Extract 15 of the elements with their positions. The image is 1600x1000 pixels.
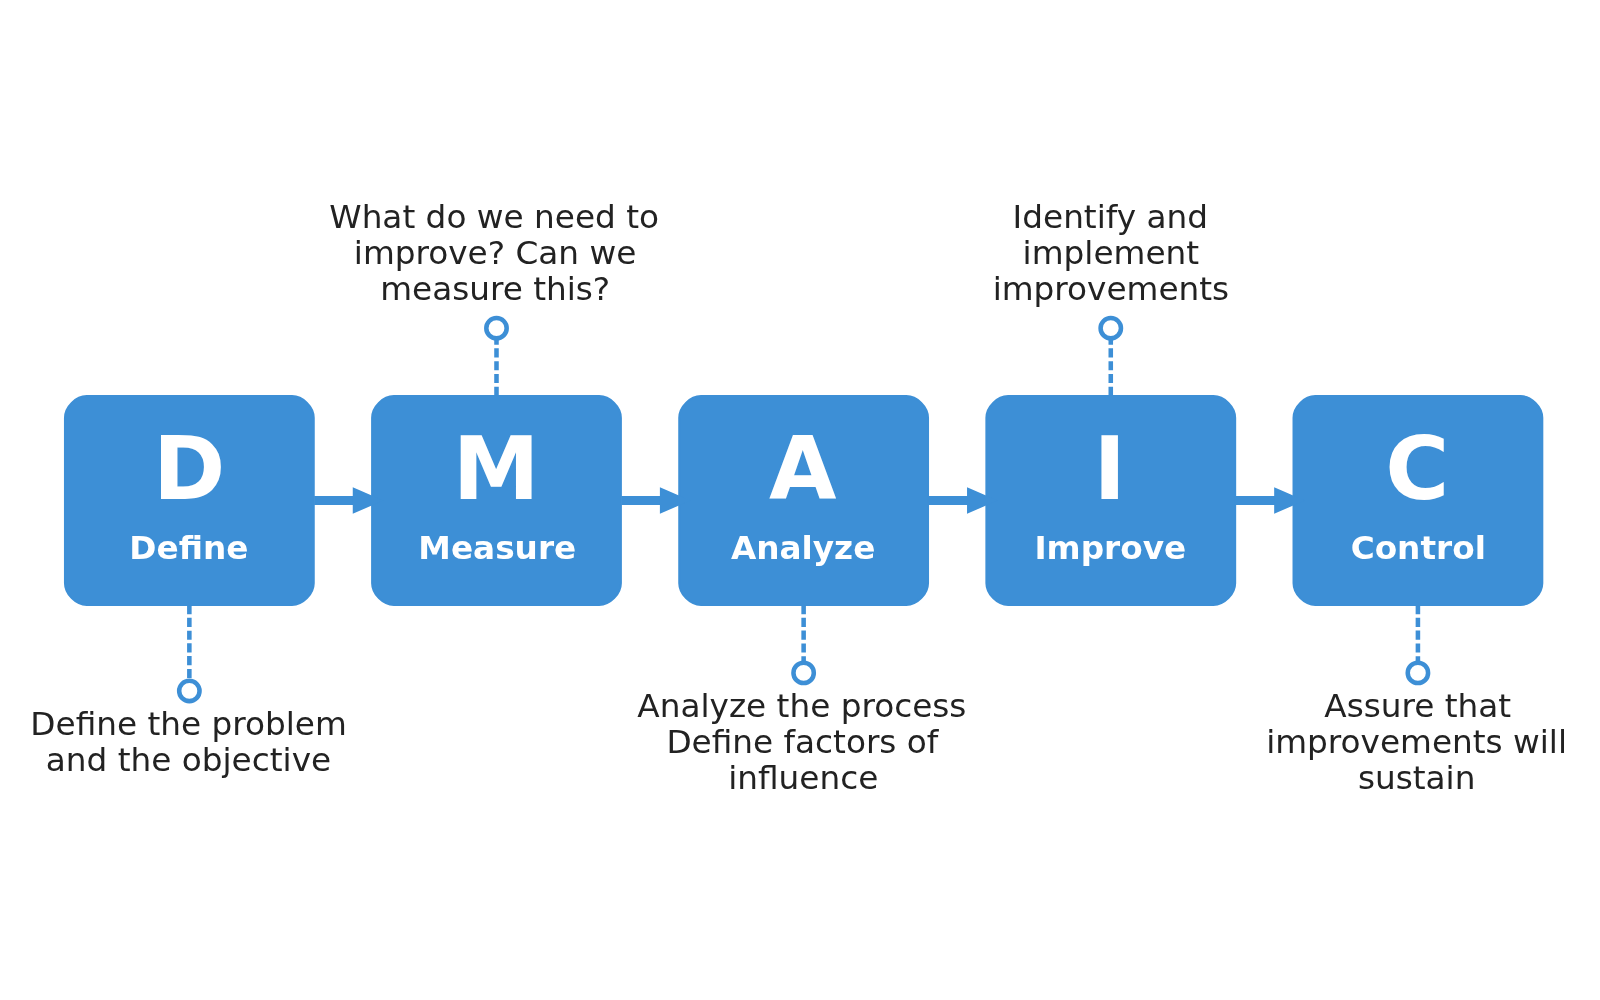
connector bbox=[791, 604, 817, 685]
node-box: A Analyze bbox=[678, 394, 930, 606]
node-box: D Define bbox=[63, 394, 315, 606]
node-box: I Improve bbox=[985, 394, 1237, 606]
node-text: Identify and implement improvements bbox=[992, 197, 1230, 308]
connector bbox=[1405, 604, 1431, 685]
node-box: M Measure bbox=[371, 394, 622, 606]
connector bbox=[484, 315, 509, 396]
node-text: Define the problem and the objective bbox=[30, 704, 347, 779]
node-text: What do we need to improve? Can we measure this? bbox=[329, 197, 659, 308]
node-box: C Control bbox=[1292, 394, 1544, 606]
connector bbox=[1098, 315, 1124, 396]
node-text: Assure that improvements will sustain bbox=[1266, 686, 1568, 797]
connector bbox=[176, 604, 202, 703]
node-text: Analyze the process Define factors of influence bbox=[637, 686, 967, 797]
